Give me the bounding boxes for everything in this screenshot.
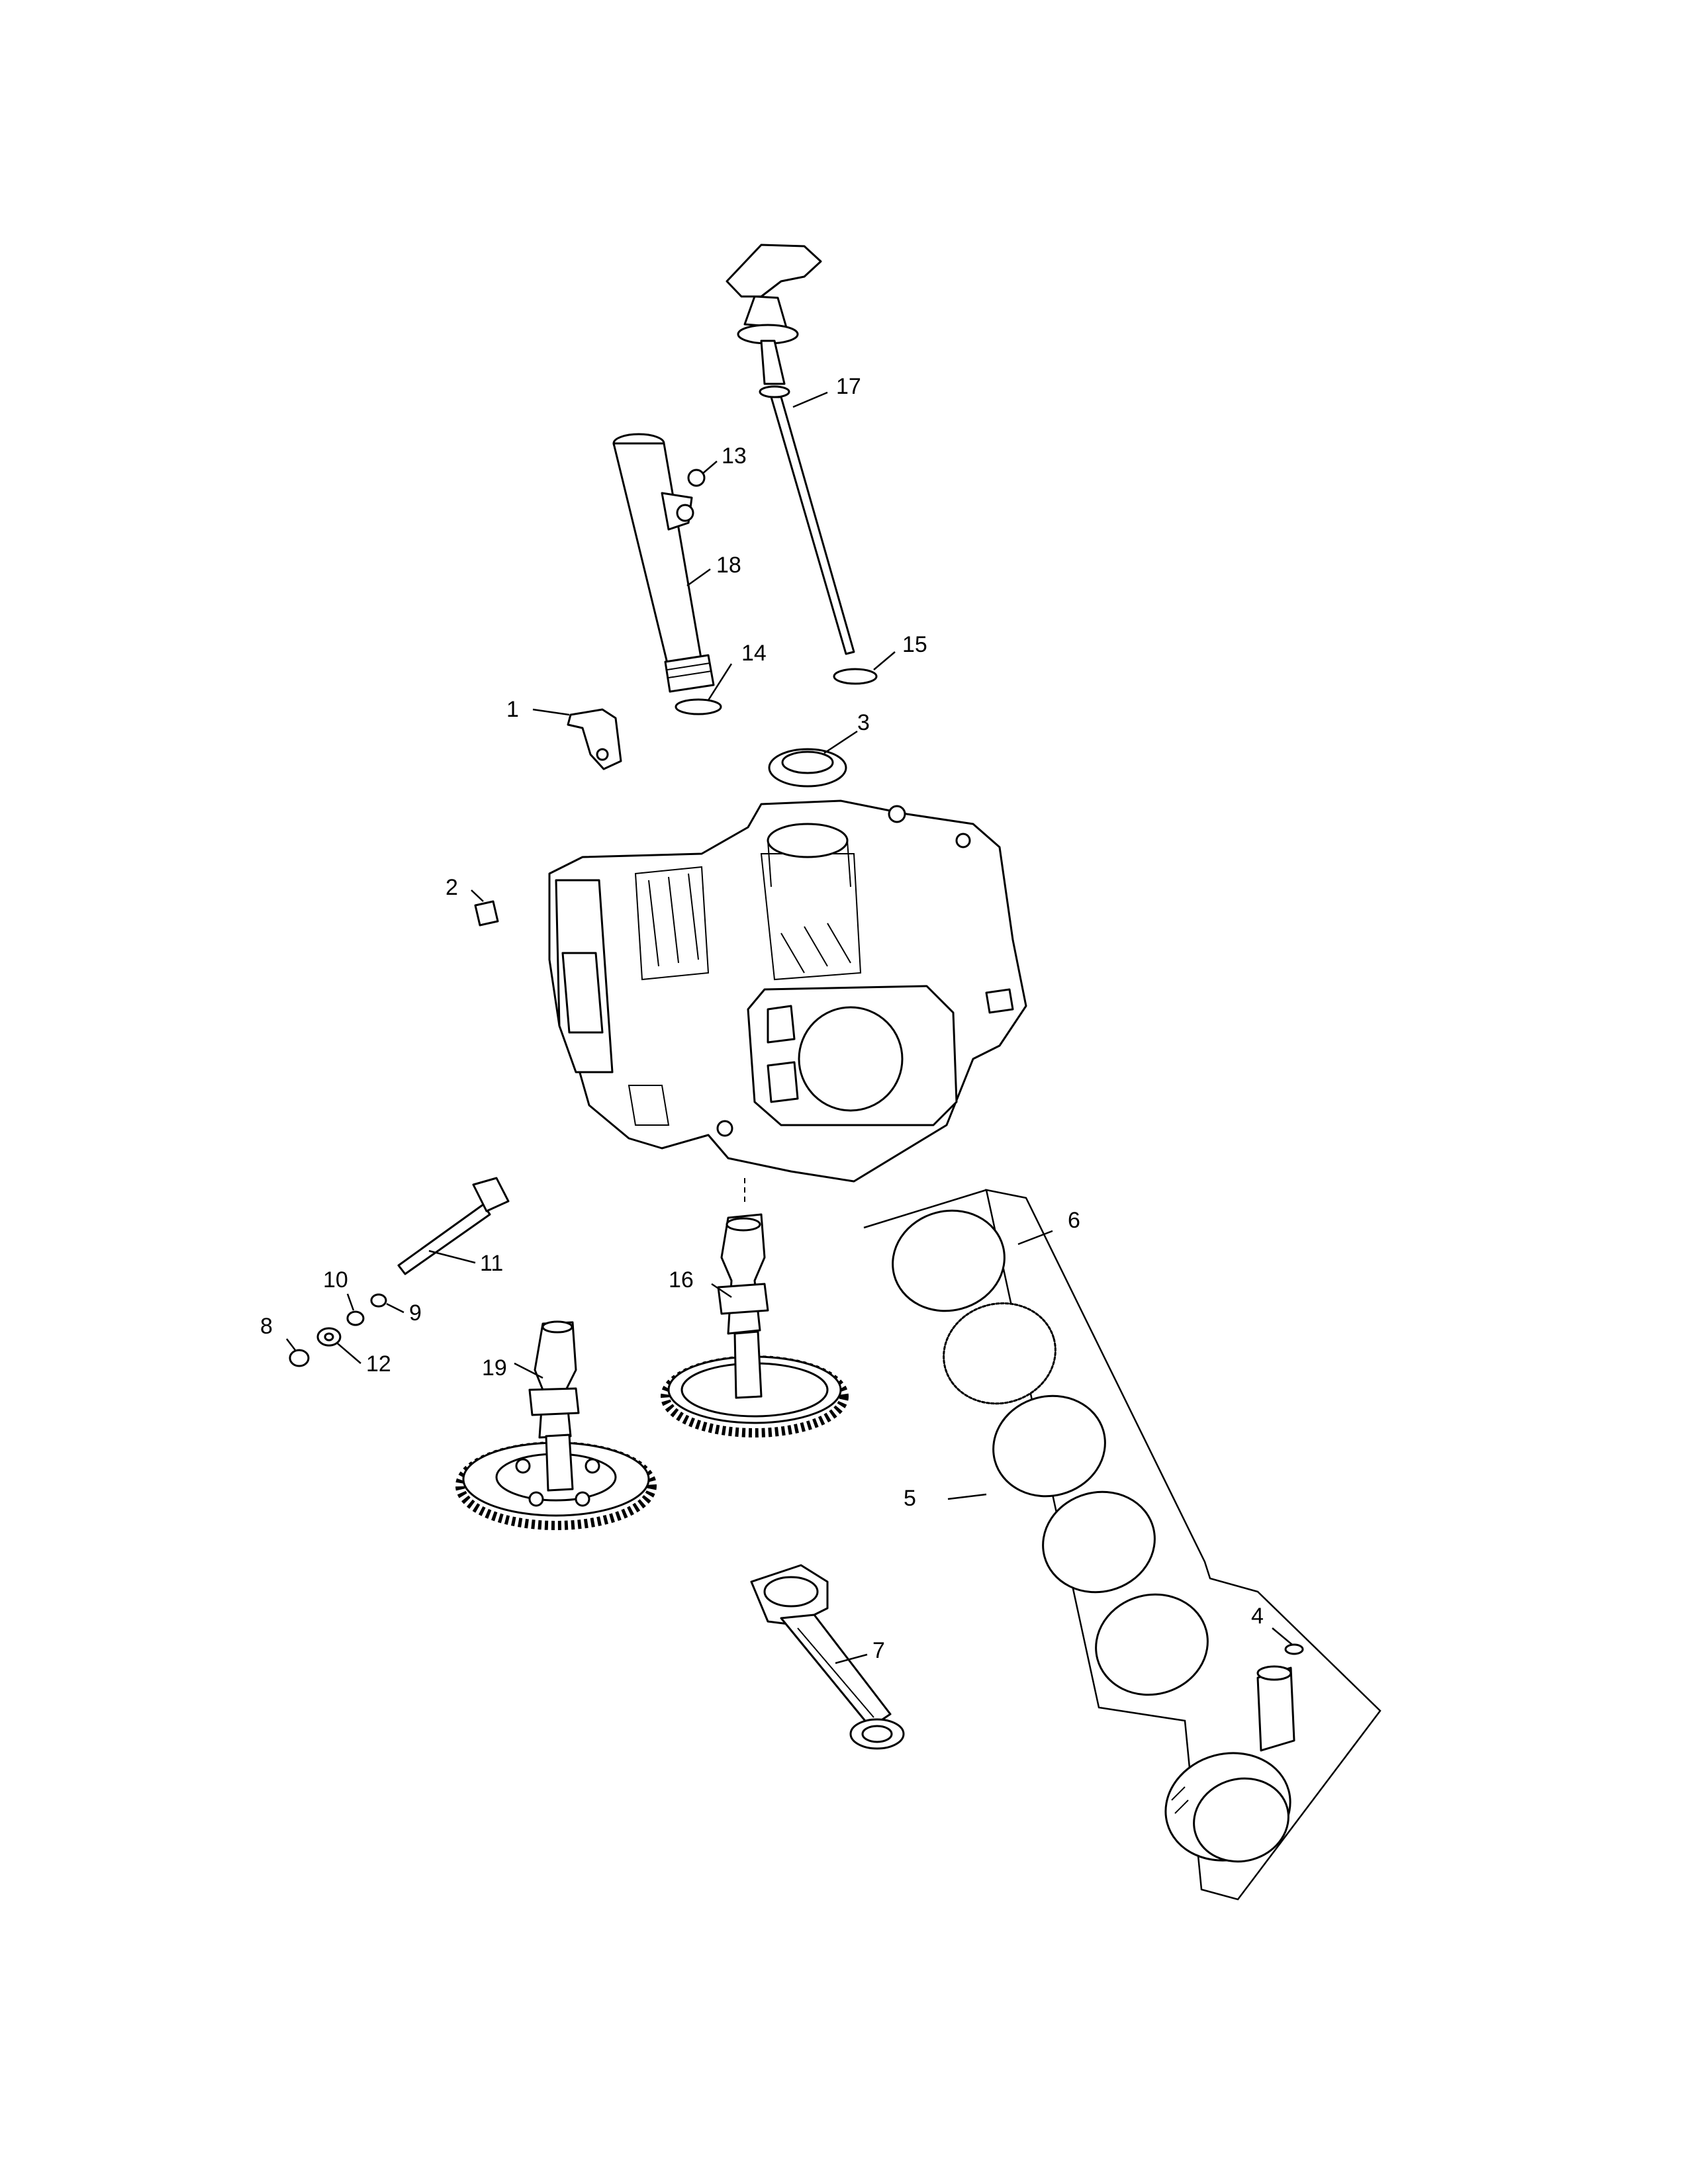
- piston-pin[interactable]: [1256, 1665, 1295, 1752]
- breather-tube[interactable]: [397, 1177, 510, 1275]
- callout-5: 5: [904, 1486, 916, 1511]
- callout-9: 9: [409, 1300, 422, 1326]
- piston[interactable]: [1154, 1739, 1303, 1874]
- piston-ring-set-outline: [863, 1189, 1382, 1901]
- nut[interactable]: [687, 469, 706, 487]
- camshaft[interactable]: [455, 1320, 657, 1530]
- piston-ring[interactable]: [932, 1291, 1066, 1416]
- callout-3: 3: [857, 710, 870, 735]
- callout-16: 16: [669, 1267, 694, 1293]
- callout-11: 11: [480, 1251, 503, 1276]
- callout-15: 15: [902, 632, 927, 657]
- connecting-rod[interactable]: [750, 1564, 905, 1750]
- bracket[interactable]: [567, 708, 622, 770]
- crankcase[interactable]: [548, 799, 1027, 1183]
- oil-fill-tube[interactable]: [612, 433, 715, 693]
- o-ring[interactable]: [370, 1293, 387, 1308]
- callout-2: 2: [445, 875, 458, 900]
- callout-4: 4: [1251, 1604, 1264, 1629]
- callout-12: 12: [366, 1351, 391, 1377]
- washer[interactable]: [316, 1327, 342, 1347]
- callout-1: 1: [506, 697, 519, 722]
- piston-ring[interactable]: [982, 1384, 1116, 1509]
- callout-14: 14: [741, 641, 767, 666]
- callout-17: 17: [836, 374, 861, 399]
- o-ring[interactable]: [346, 1310, 365, 1326]
- washer[interactable]: [289, 1349, 310, 1367]
- oil-seal[interactable]: [768, 748, 847, 788]
- callout-labels: 1 2 3 4 5 6 7 8 9 10 11 12 13 14 15 16 1…: [260, 374, 1264, 1663]
- callout-18: 18: [716, 553, 741, 578]
- piston-ring[interactable]: [1084, 1582, 1219, 1707]
- callout-7: 7: [872, 1638, 885, 1663]
- leader-lines: [286, 391, 1293, 1664]
- callout-6: 6: [1068, 1208, 1080, 1233]
- callout-8: 8: [260, 1314, 273, 1339]
- retaining-clip[interactable]: [1284, 1643, 1304, 1655]
- piston-ring[interactable]: [1031, 1480, 1166, 1605]
- camshaft[interactable]: [661, 1213, 849, 1437]
- piston-ring[interactable]: [881, 1199, 1015, 1324]
- dipstick[interactable]: [726, 244, 855, 655]
- callout-10: 10: [323, 1267, 348, 1293]
- callout-19: 19: [482, 1355, 507, 1381]
- callout-13: 13: [722, 443, 747, 469]
- o-ring[interactable]: [675, 698, 722, 715]
- plug[interactable]: [474, 900, 499, 927]
- o-ring[interactable]: [833, 668, 878, 685]
